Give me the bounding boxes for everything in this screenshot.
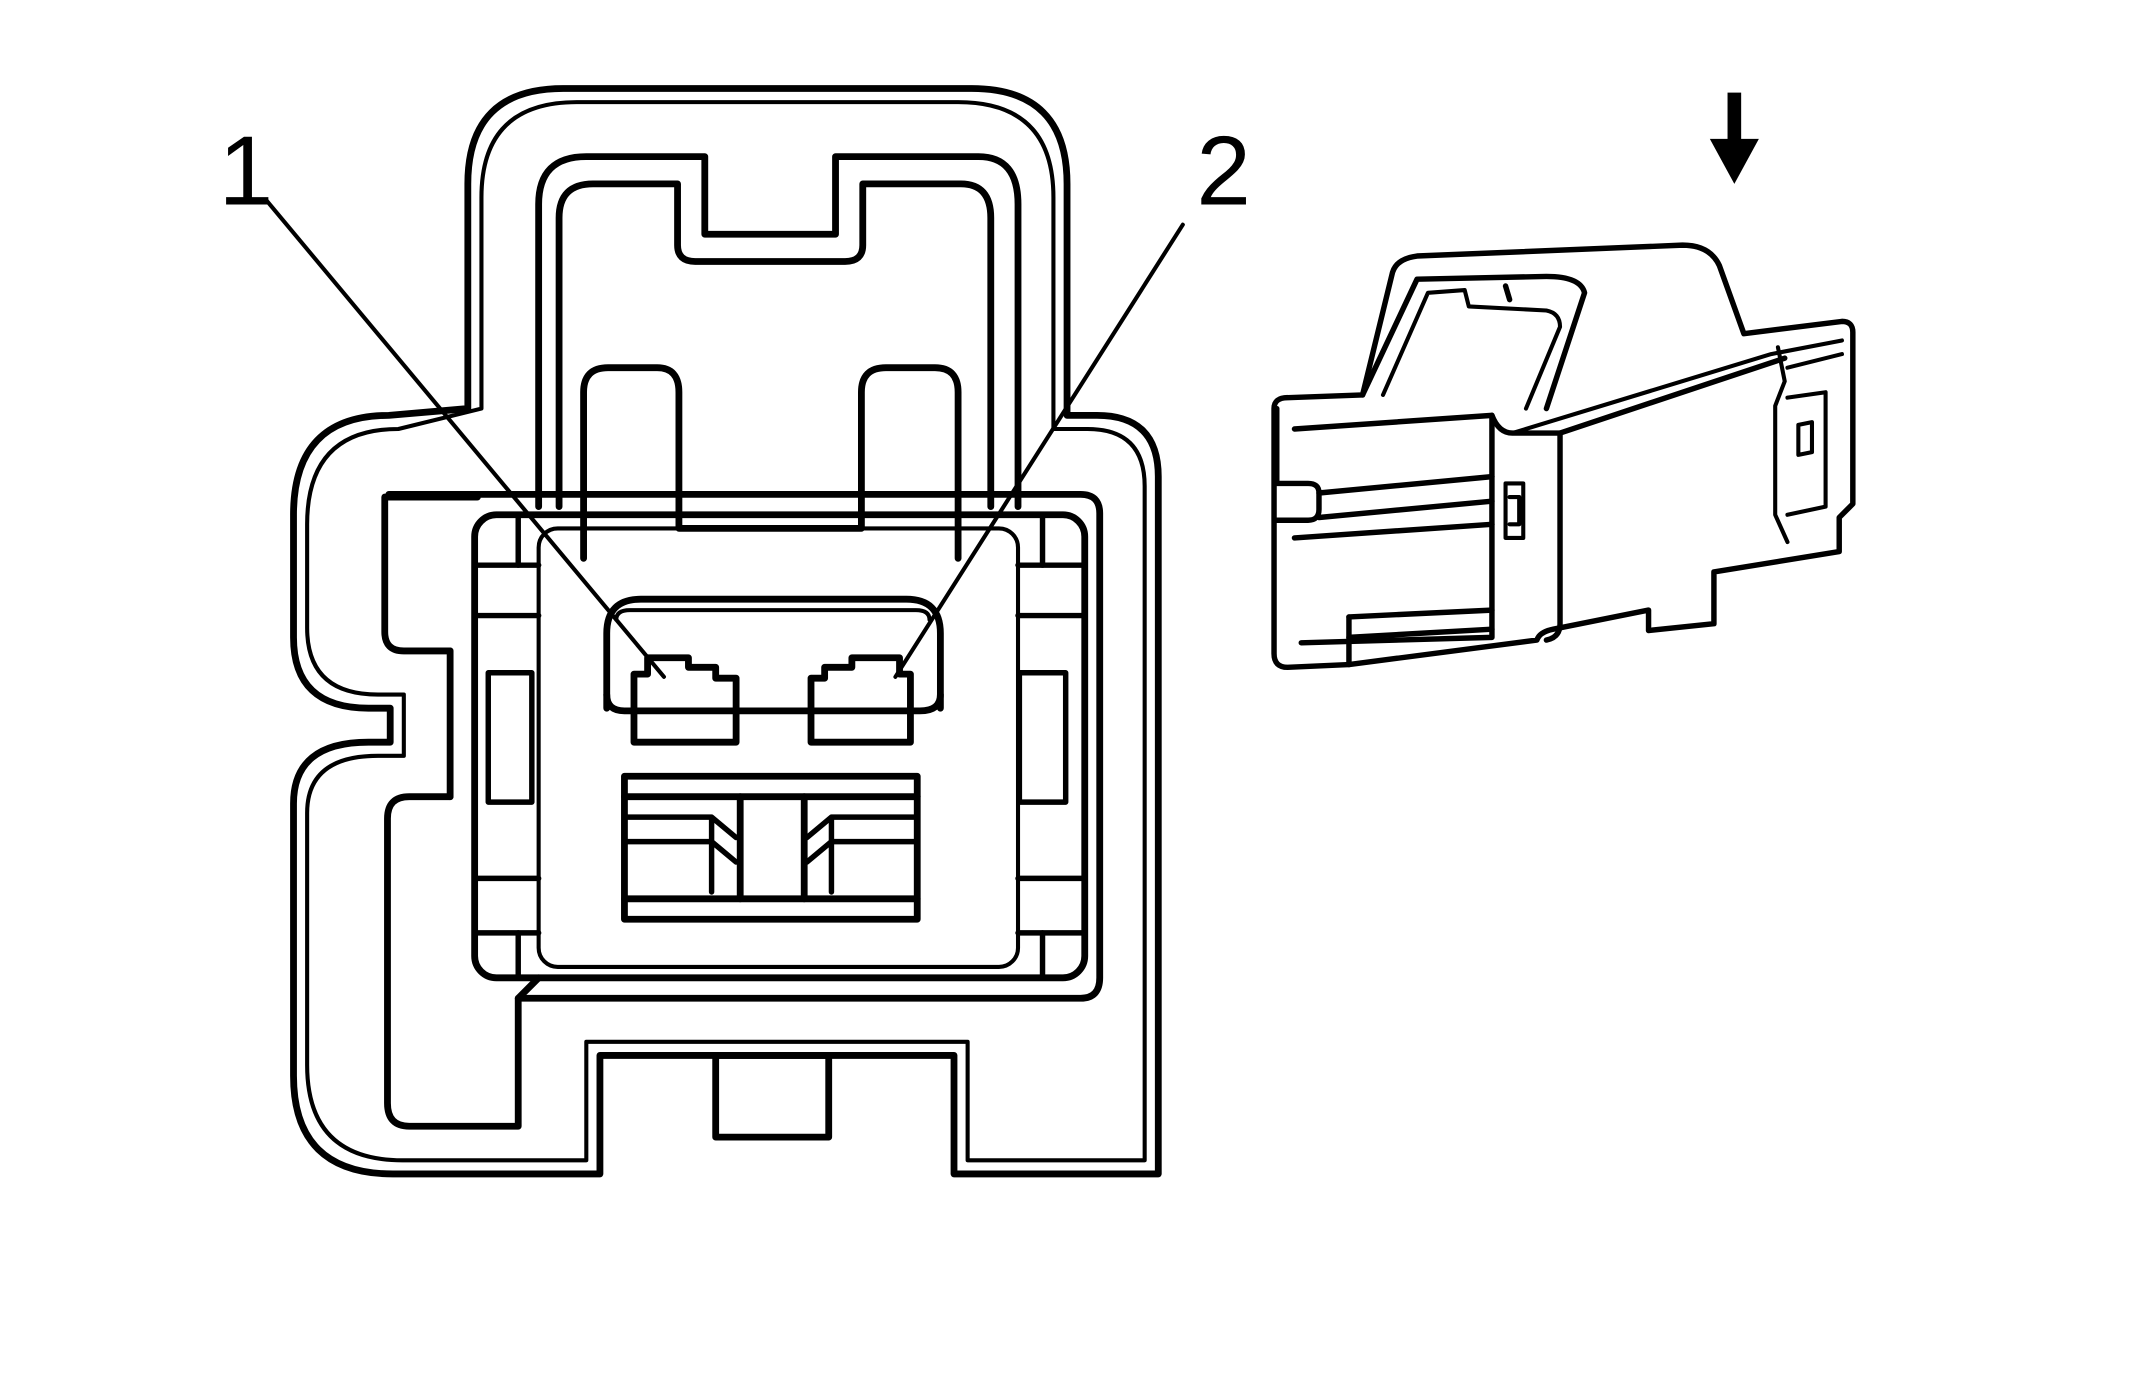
terminal-1 [630,654,740,746]
side-slot-upper [1316,473,1495,496]
pin-1-label: 1 [219,115,274,225]
side-rear-lock [1773,345,1844,545]
pin-1-leader-line [264,198,666,679]
bottom-key-tab [712,1052,833,1141]
terminal-block-bottom [603,691,944,715]
side-latch-arm [1359,273,1588,412]
left-guide-slot [381,493,481,655]
side-slot-4 [1346,607,1495,620]
lock-window-right-wedge [804,814,920,895]
side-slot-3 [1291,521,1495,541]
pin-2-label: 2 [1196,115,1251,225]
side-slot-lower [1316,498,1495,521]
side-ribs [471,512,1088,981]
side-body-rail-2 [1510,338,1844,436]
housing-inner-outline [305,100,1147,1163]
side-latch-notch [1502,283,1513,303]
side-body-rail [1489,412,1563,643]
side-body-top-edge [1557,355,1788,436]
lock-window-frame [621,772,921,923]
left-lower-foot [384,793,543,1130]
side-latch-arm-inner [1380,288,1563,411]
terminal-block-top [614,608,932,622]
pin-2-leader-line [893,222,1185,679]
terminal-2 [807,654,914,746]
terminal-block [603,595,944,712]
latch-outer [535,153,1022,511]
cavity-frame [471,511,1089,982]
latch-inner [555,180,995,511]
down-arrow-icon [1709,92,1759,184]
lock-window-left-wedge [621,814,739,895]
side-body-outline [1271,242,1856,671]
cavity-frame-outer [385,490,1104,1002]
connector-side-view [1271,242,1856,671]
side-pin-detail [1503,481,1526,540]
side-slot-5 [1346,626,1495,641]
housing-outer-outline [290,85,1162,1178]
connector-face-view [264,85,1185,1178]
